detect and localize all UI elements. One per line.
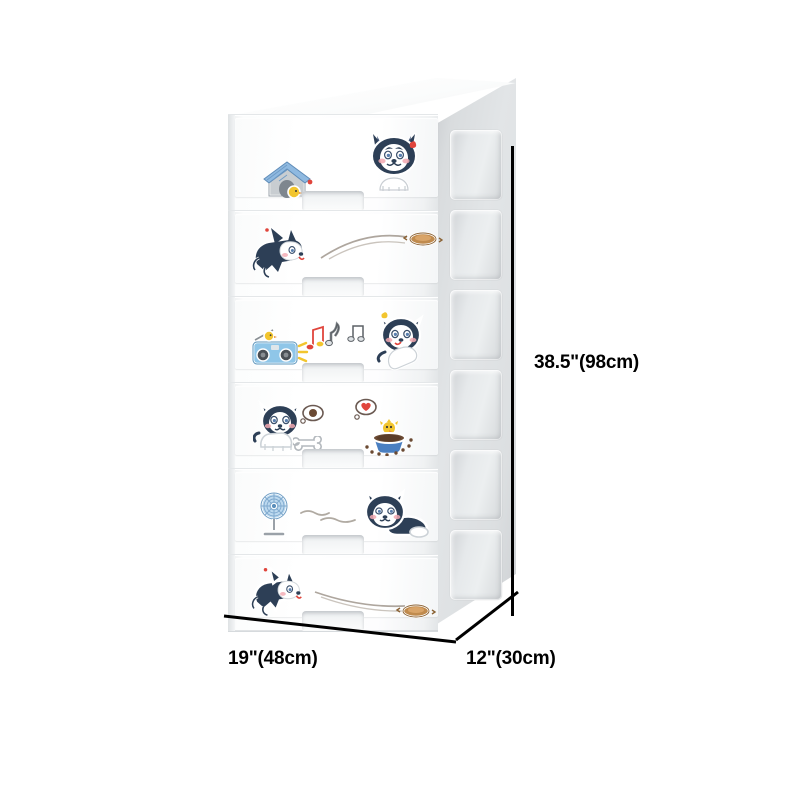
side-panel-rib-3 — [450, 290, 502, 360]
drawer-3-face — [235, 300, 438, 371]
frisbee-motion-lines — [320, 234, 408, 260]
husky-dancing-sticker — [376, 310, 424, 371]
drawer-5-face — [235, 472, 438, 541]
flying-frisbee-sticker — [403, 231, 443, 247]
drawer-3[interactable] — [228, 296, 438, 384]
drawer-5-handle[interactable] — [302, 535, 364, 554]
drawer-1-handle[interactable] — [302, 191, 364, 210]
drawer-1-face — [235, 118, 438, 199]
husky-sitting-sticker — [371, 132, 417, 192]
food-bowl-sticker — [365, 419, 413, 456]
width-dimension-line — [223, 614, 457, 644]
thought-bubble-sticker — [300, 404, 324, 424]
drawer-2-face — [235, 214, 443, 283]
drawer-5[interactable] — [228, 468, 438, 556]
drawer-1[interactable] — [228, 114, 438, 212]
breeze-lines-sticker — [300, 510, 356, 523]
husky-lying-sticker — [364, 488, 429, 538]
drawer-6-face — [235, 558, 438, 619]
side-panel-rib-1 — [450, 130, 502, 200]
drawer-stack — [228, 114, 443, 632]
height-dimension-label: 38.5"(98cm) — [534, 352, 640, 373]
drawer-4[interactable] — [228, 382, 438, 470]
music-notes-sticker — [305, 321, 365, 351]
side-panel-rib-2 — [450, 210, 502, 280]
drawer-2-handle[interactable] — [302, 277, 364, 296]
height-dimension-line — [511, 146, 514, 616]
husky-running-sticker — [252, 226, 305, 279]
side-panel-rib-6 — [450, 530, 502, 600]
drawer-4-face — [235, 386, 438, 456]
depth-dimension-line — [455, 590, 519, 642]
depth-dimension-label: 12"(30cm) — [466, 648, 556, 669]
boombox-sticker — [251, 328, 309, 366]
frisbee-motion-lines — [314, 591, 406, 612]
drawer-3-handle[interactable] — [302, 363, 364, 382]
width-dimension-label: 19"(48cm) — [228, 648, 318, 669]
drawer-4-handle[interactable] — [302, 449, 364, 468]
electric-fan-sticker — [259, 491, 289, 537]
side-panel-rib-5 — [450, 450, 502, 520]
husky-standing-sticker — [253, 399, 302, 451]
side-panel-rib-4 — [450, 370, 502, 440]
drawer-2[interactable] — [228, 210, 443, 298]
heart-bubble-sticker — [354, 398, 377, 420]
storage-dresser — [228, 78, 516, 632]
